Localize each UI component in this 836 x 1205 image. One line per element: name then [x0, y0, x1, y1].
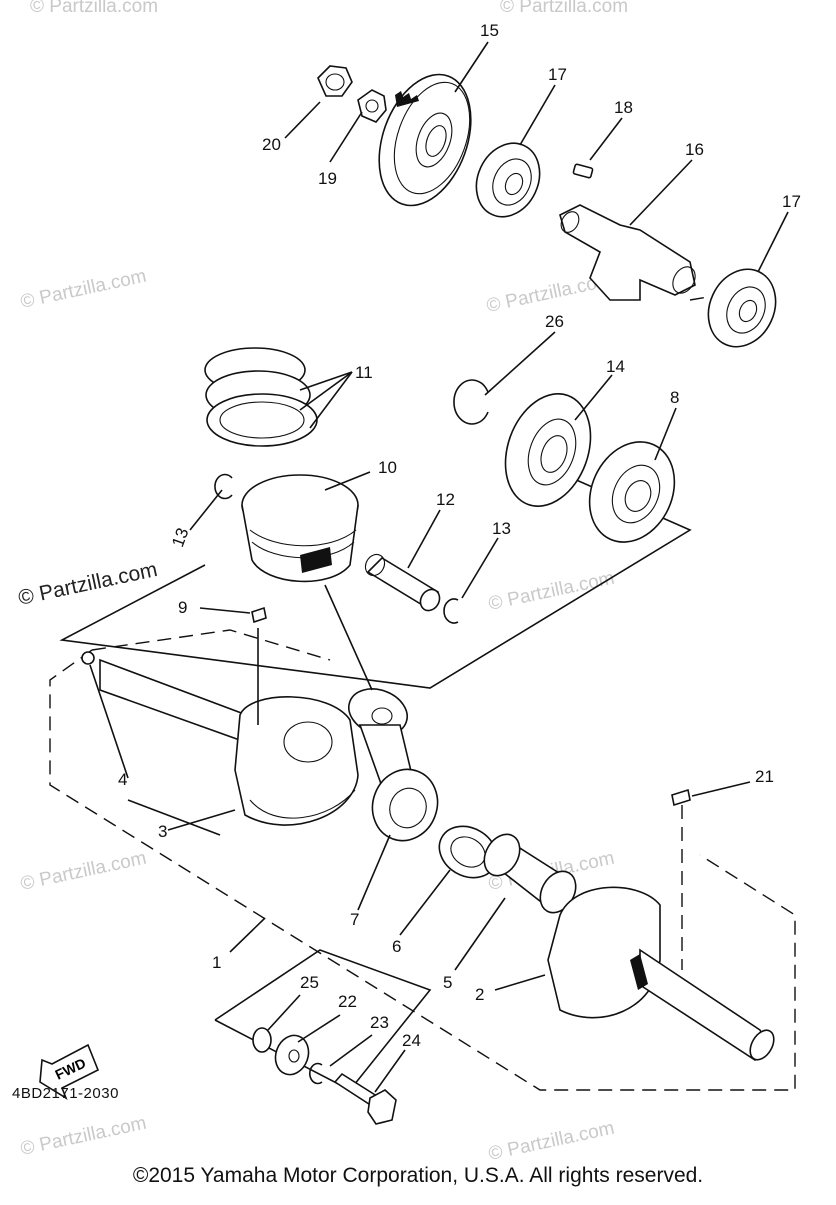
callout-22: 22 — [338, 992, 357, 1011]
part-15-gear[interactable] — [362, 62, 487, 219]
copyright-notice: ©2015 Yamaha Motor Corporation, U.S.A. A… — [132, 1164, 704, 1187]
part-21-key[interactable] — [671, 788, 691, 807]
callout-labels: 15 17 18 16 17 20 19 26 14 8 11 10 12 13… — [118, 21, 801, 1050]
callout-17-right: 17 — [782, 192, 801, 211]
callout-19: 19 — [318, 169, 337, 188]
part-13-clip-right[interactable] — [443, 598, 459, 624]
callout-24: 24 — [402, 1031, 421, 1050]
fwd-arrow: FWD — [39, 1043, 100, 1100]
callout-13-right: 13 — [492, 519, 511, 538]
part-12-piston-pin[interactable] — [362, 551, 444, 614]
part-2-crank-right[interactable] — [547, 886, 779, 1064]
part-11-piston-rings[interactable] — [204, 347, 318, 447]
part-13-clip[interactable] — [214, 473, 233, 500]
callout-17: 17 — [548, 65, 567, 84]
callout-16: 16 — [685, 140, 704, 159]
watermark-text: © Partzilla.com — [19, 266, 149, 313]
part-7-connecting-rod[interactable] — [342, 681, 447, 850]
watermark-text: © Partzilla.com — [487, 1118, 617, 1165]
callout-15: 15 — [480, 21, 499, 40]
callout-1: 1 — [212, 953, 221, 972]
fastener-group-outline — [214, 949, 432, 1092]
part-9-key[interactable] — [251, 606, 267, 624]
part-3-crank-left[interactable] — [81, 651, 359, 826]
callout-9: 9 — [178, 598, 187, 617]
part-14-gear[interactable] — [491, 382, 606, 518]
callout-3: 3 — [158, 822, 167, 841]
part-24-bolt[interactable] — [333, 1072, 397, 1125]
part-8-bearing[interactable] — [574, 428, 690, 556]
part-22-washer[interactable] — [270, 1031, 314, 1080]
part-20-nut[interactable] — [317, 65, 353, 97]
part-18-key[interactable] — [572, 163, 594, 179]
part-16-balancer-shaft[interactable] — [558, 204, 700, 301]
callout-12: 12 — [436, 490, 455, 509]
leader-lines — [89, 41, 789, 1093]
part-19-lock-washer[interactable] — [357, 89, 387, 123]
watermark-text: © Partzilla.com — [30, 0, 158, 17]
callout-18: 18 — [614, 98, 633, 117]
watermark-prominent: © Partzilla.com — [16, 558, 159, 610]
callout-23: 23 — [370, 1013, 389, 1032]
part-17-bearing[interactable] — [465, 133, 551, 227]
callout-14: 14 — [606, 357, 625, 376]
diagram-code: 4BD2171-2030 — [12, 1085, 119, 1102]
part-5-crank-pin[interactable] — [477, 828, 583, 919]
watermark-text: © Partzilla.com — [19, 848, 149, 895]
callout-11: 11 — [355, 363, 373, 382]
watermark-text: © Partzilla.com — [19, 1113, 149, 1160]
callout-8: 8 — [670, 388, 679, 407]
callout-10: 10 — [378, 458, 397, 477]
part-23-clip[interactable] — [309, 1062, 323, 1085]
callout-4: 4 — [118, 770, 127, 789]
part-10-piston[interactable] — [241, 474, 359, 583]
crankshaft-group-outline — [49, 649, 796, 1091]
watermark-text: © Partzilla.com — [500, 0, 628, 17]
callout-21: 21 — [755, 767, 774, 786]
part-26-circlip[interactable] — [453, 379, 489, 425]
callout-25: 25 — [300, 973, 319, 992]
part-25-o-ring[interactable] — [252, 1027, 272, 1053]
callout-6: 6 — [392, 937, 401, 956]
watermark-text: © Partzilla.com — [487, 568, 617, 615]
callout-5: 5 — [443, 973, 452, 992]
callout-26: 26 — [545, 312, 564, 331]
part-17-bearing-right[interactable] — [696, 258, 788, 358]
callout-2: 2 — [475, 985, 484, 1004]
crankshaft-group-outline-top — [91, 629, 331, 661]
callout-13-left: 13 — [168, 525, 192, 549]
callout-20: 20 — [262, 135, 281, 154]
callout-7: 7 — [350, 910, 359, 929]
